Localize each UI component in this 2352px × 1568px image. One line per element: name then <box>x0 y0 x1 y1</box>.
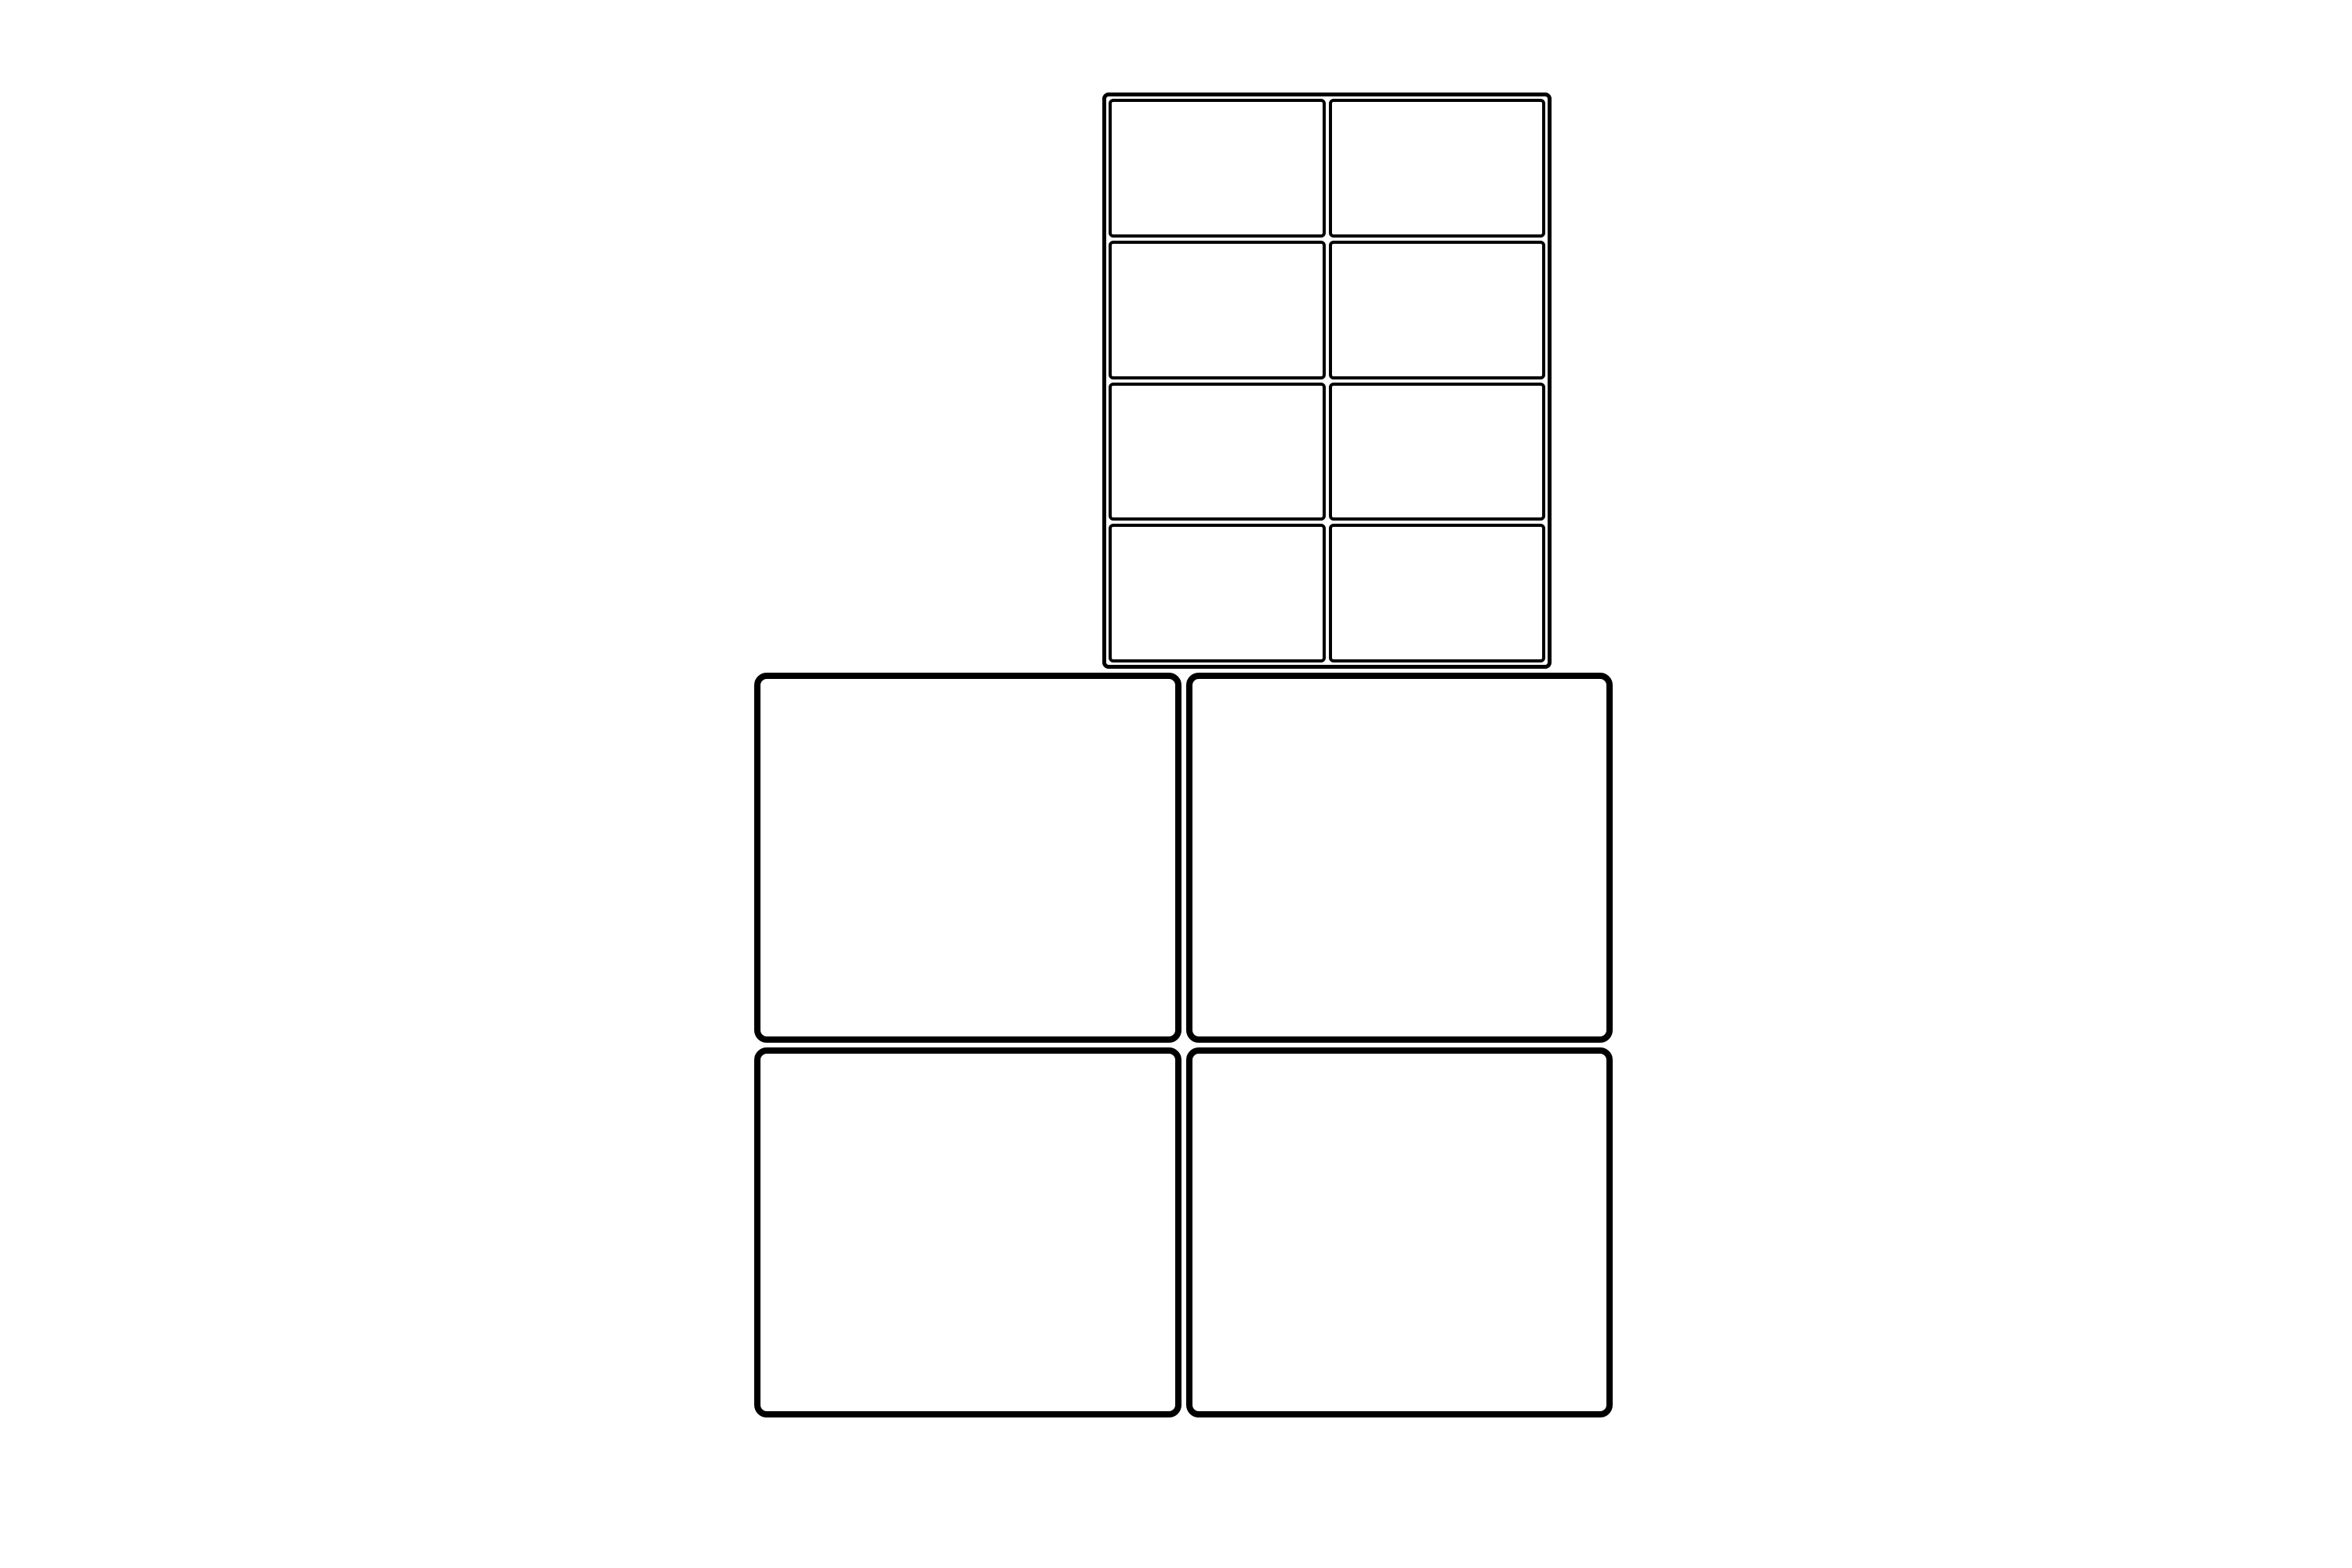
large-box <box>1185 1047 1613 1417</box>
small-box-grid <box>1102 93 1552 669</box>
large-box <box>754 1047 1181 1417</box>
small-box <box>1109 240 1326 379</box>
small-box <box>1109 99 1326 238</box>
small-box <box>1109 524 1326 662</box>
large-box <box>1185 673 1613 1043</box>
small-box <box>1109 382 1326 521</box>
small-box <box>1328 524 1545 662</box>
large-box <box>754 673 1181 1043</box>
large-box-grid <box>754 673 1613 1417</box>
small-box <box>1328 99 1545 238</box>
small-box <box>1328 382 1545 521</box>
small-box <box>1328 240 1545 379</box>
